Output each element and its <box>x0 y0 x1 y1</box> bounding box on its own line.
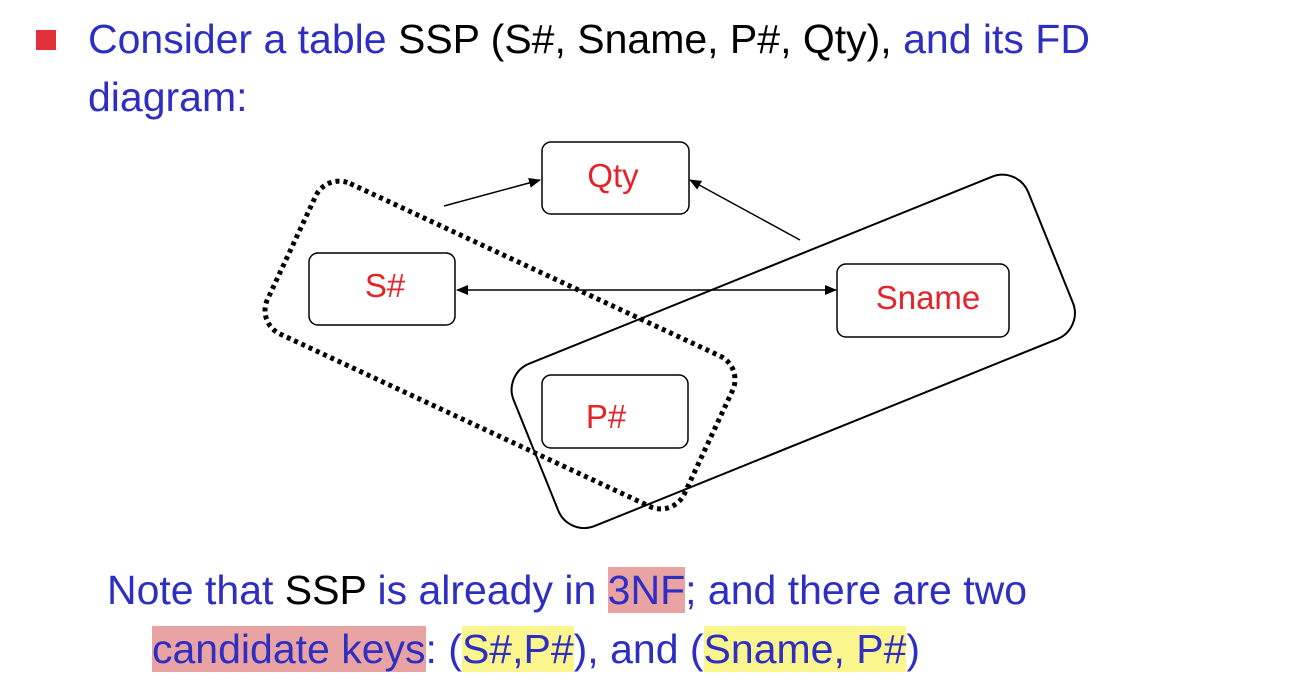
bullet-text-line2: diagram: <box>88 74 248 120</box>
candidate-key-2: Sname, P# <box>703 626 907 672</box>
candidate-key-1: S#,P# <box>461 626 574 672</box>
note-text-f: ) <box>906 626 921 672</box>
node-s: S# <box>308 252 456 326</box>
note-text-a: Note that <box>107 567 285 613</box>
node-p-label: P# <box>586 398 627 435</box>
normal-form-highlight: 3NF <box>607 567 686 613</box>
arrow-sp-to-qty <box>443 178 541 207</box>
candidate-key-s-p-outline <box>262 178 738 512</box>
note-line-2: candidate keys: (S#,P#), and (Sname, P#) <box>152 620 920 678</box>
bullet-marker-icon <box>36 30 56 50</box>
note-table-name: SSP <box>284 567 367 613</box>
bullet-text-part3: and its FD <box>891 16 1090 62</box>
node-p: P# <box>541 374 689 449</box>
note-line-1: Note that SSP is already in 3NF; and the… <box>107 561 1027 619</box>
note-text-d: : ( <box>425 626 462 672</box>
note-text-c: ; and there are two <box>685 567 1027 613</box>
note-text-e: ), and ( <box>573 626 704 672</box>
node-sname-label: Sname <box>876 279 981 316</box>
bullet-text: Consider a table SSP (S#, Sname, P#, Qty… <box>88 10 1313 126</box>
table-schema: SSP (S#, Sname, P#, Qty), <box>397 16 892 62</box>
node-qty: Qty <box>541 141 690 215</box>
arrow-snamep-to-qty <box>689 179 801 241</box>
node-sname: Sname <box>836 263 1010 338</box>
candidate-keys-highlight: candidate keys <box>152 626 426 672</box>
node-qty-label: Qty <box>587 157 639 194</box>
note-text-b: is already in <box>366 567 608 613</box>
node-s-label: S# <box>365 267 406 304</box>
candidate-key-sname-p-outline <box>510 173 1076 530</box>
bullet-text-part1: Consider a table <box>88 16 398 62</box>
